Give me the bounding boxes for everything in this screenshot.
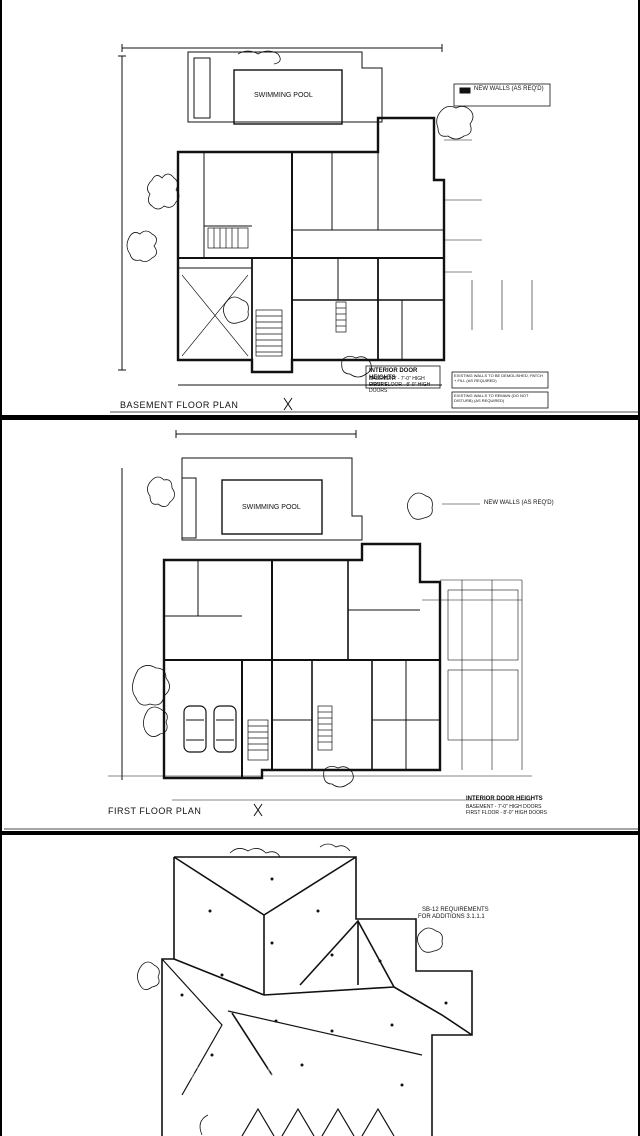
first-floor-plan-drawing bbox=[4, 430, 638, 830]
door-heights-line1: BASEMENT - 7'-0" HIGH DOORS bbox=[369, 376, 425, 388]
sb12-note-line2: FOR ADDITIONS 3.1.1.1 bbox=[418, 914, 485, 920]
pool-label: SWIMMING POOL bbox=[242, 504, 301, 511]
first-floor-plan-sheet[interactable]: SWIMMING POOL NEW WALLS (AS REQ'D) INTER… bbox=[2, 420, 638, 831]
legend-existing-remain: EXISTING WALLS TO REMAIN (DO NOT DISTURB… bbox=[454, 393, 529, 403]
sheet-title-basement: BASEMENT FLOOR PLAN bbox=[120, 400, 239, 410]
door-heights-title: INTERIOR DOOR HEIGHTS bbox=[369, 368, 418, 381]
sb12-note-line1: SB-12 REQUIREMENTS bbox=[422, 907, 489, 913]
door-heights-line1: BASEMENT - 7'-0" HIGH DOORS bbox=[466, 804, 542, 810]
pool-label: SWIMMING POOL bbox=[254, 92, 313, 99]
roof-plan-drawing bbox=[137, 843, 473, 1136]
legend-existing-demolish: EXISTING WALLS TO BE DEMOLISHED, PATCH +… bbox=[454, 373, 543, 383]
legend-new-walls: NEW WALLS (AS REQ'D) bbox=[474, 86, 544, 92]
roof-plan-sheet[interactable]: SB-12 REQUIREMENTS FOR ADDITIONS 3.1.1.1 bbox=[2, 835, 638, 1136]
basement-plan-drawing bbox=[110, 44, 638, 413]
door-heights-line2: FIRST FLOOR - 8'-0" HIGH DOORS bbox=[466, 810, 547, 816]
sheet-title-first-floor: FIRST FLOOR PLAN bbox=[108, 806, 202, 816]
door-heights-title: INTERIOR DOOR HEIGHTS bbox=[466, 796, 543, 802]
legend-new-walls: NEW WALLS (AS REQ'D) bbox=[484, 500, 554, 506]
door-heights-line2: FIRST FLOOR - 8'-0" HIGH DOORS bbox=[369, 382, 431, 394]
basement-plan-sheet[interactable]: SWIMMING POOL NEW WALLS (AS REQ'D) INTER… bbox=[2, 0, 638, 415]
